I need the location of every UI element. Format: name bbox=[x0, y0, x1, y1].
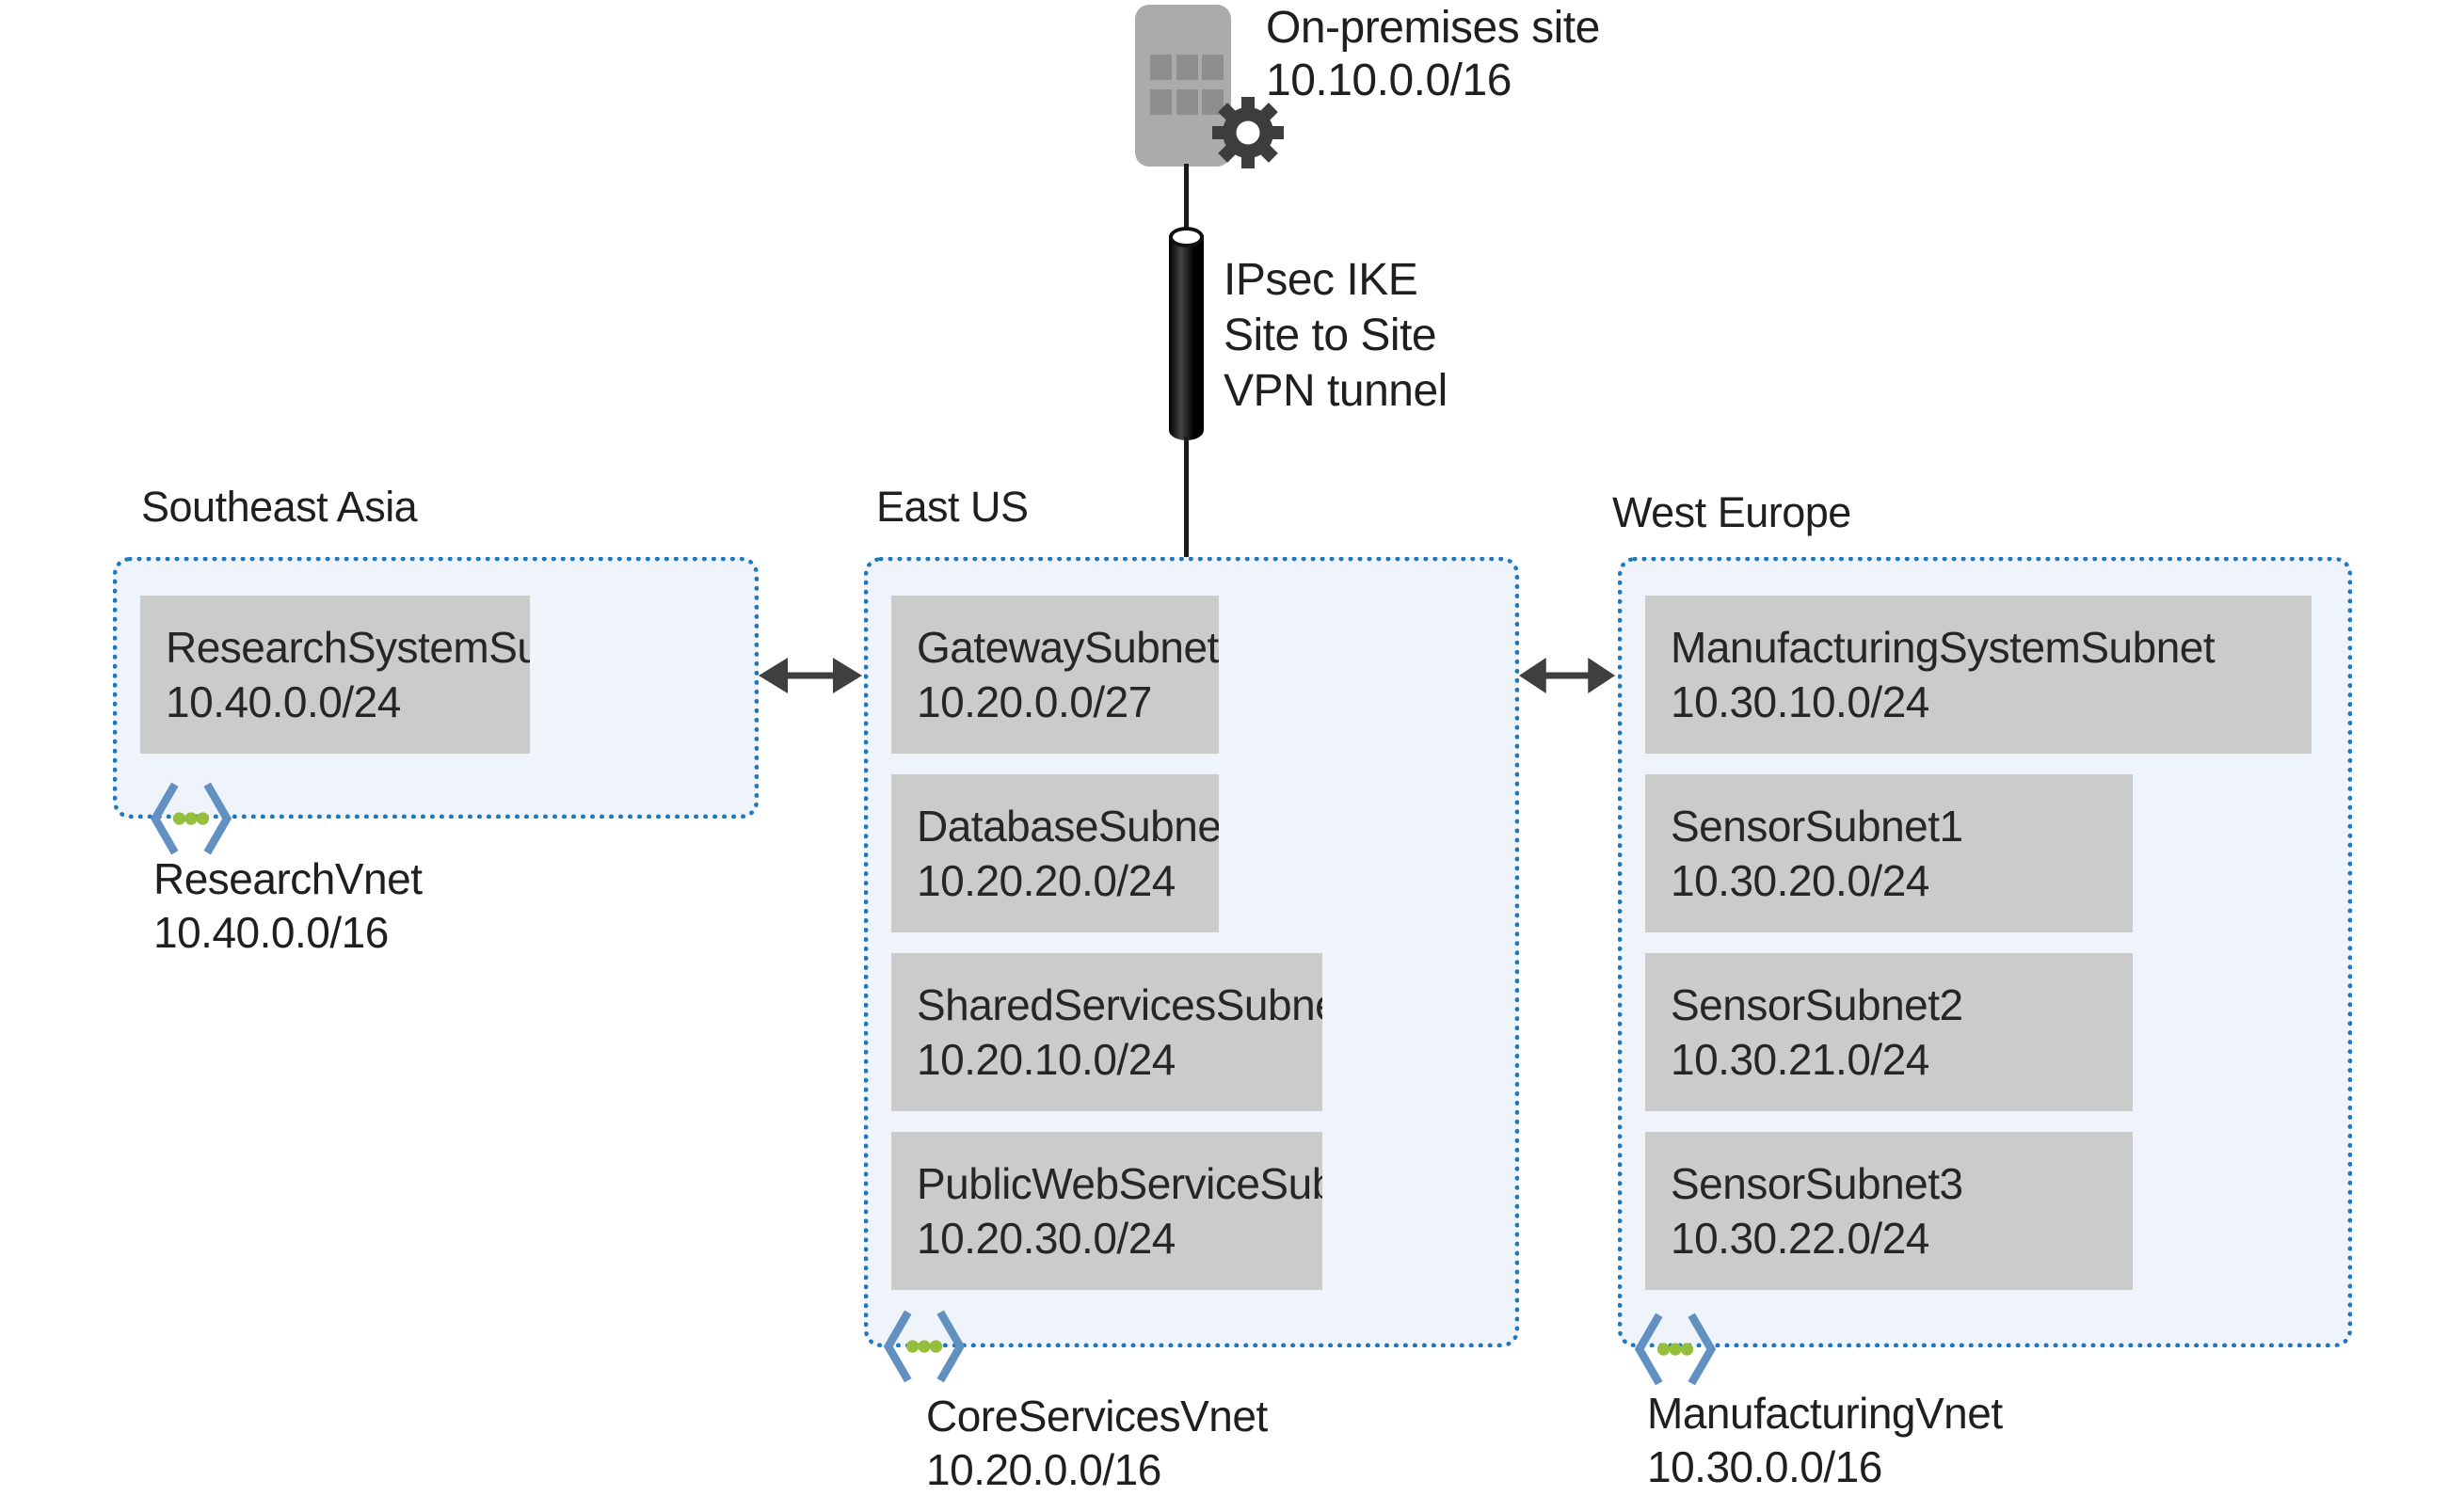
subnet-box: SharedServicesSubnet 10.20.10.0/24 bbox=[891, 953, 1322, 1111]
vnet-name: ManufacturingVnet bbox=[1647, 1389, 2003, 1438]
vnet-label-coreservicesvnet: CoreServicesVnet 10.20.0.0/16 bbox=[926, 1390, 1268, 1496]
subnet-name: SharedServicesSubnet bbox=[917, 980, 1322, 1029]
subnet-cidr: 10.30.10.0/24 bbox=[1671, 677, 1929, 726]
gear-icon bbox=[1212, 97, 1284, 168]
vnet-box-coreservicesvnet: GatewaySubnet 10.20.0.0/27 DatabaseSubne… bbox=[864, 557, 1519, 1347]
connector-line-bottom bbox=[1184, 437, 1189, 559]
subnet-box: SensorSubnet2 10.30.21.0/24 bbox=[1645, 953, 2133, 1111]
vnet-cidr: 10.40.0.0/16 bbox=[153, 908, 389, 957]
vnet-name: ResearchVnet bbox=[153, 854, 423, 903]
subnet-name: ResearchSystemSubnet bbox=[166, 623, 530, 672]
subnet-box: PublicWebServiceSubnet 10.20.30.0/24 bbox=[891, 1132, 1322, 1290]
on-premises-building bbox=[1135, 5, 1284, 168]
subnet-cidr: 10.20.0.0/27 bbox=[917, 677, 1152, 726]
on-premises-name: On-premises site bbox=[1266, 3, 1600, 53]
subnet-name: PublicWebServiceSubnet bbox=[917, 1159, 1322, 1208]
subnet-cidr: 10.20.10.0/24 bbox=[917, 1035, 1176, 1084]
subnet-box: DatabaseSubnet 10.20.20.0/24 bbox=[891, 774, 1219, 932]
connector-line-top bbox=[1184, 164, 1189, 233]
vnet-box-researchvnet: ResearchSystemSubnet 10.40.0.0/24 bbox=[113, 557, 759, 819]
region-label-east-us: East US bbox=[876, 483, 1029, 531]
vpn-tunnel-label-line1: IPsec IKE bbox=[1224, 255, 1418, 305]
vpn-tunnel-cylinder-top bbox=[1169, 227, 1204, 247]
on-premises-label: On-premises site 10.10.0.0/16 bbox=[1266, 2, 1600, 107]
vpn-tunnel-cylinder bbox=[1169, 235, 1204, 440]
vnet-box-manufacturingvnet: ManufacturingSystemSubnet 10.30.10.0/24 … bbox=[1618, 557, 2352, 1347]
subnet-cidr: 10.30.22.0/24 bbox=[1671, 1214, 1929, 1263]
vnet-cidr: 10.20.0.0/16 bbox=[926, 1445, 1161, 1494]
building-icon bbox=[1135, 5, 1231, 167]
vpn-tunnel-label: IPsec IKE Site to Site VPN tunnel bbox=[1224, 252, 1448, 419]
region-label-southeast-asia: Southeast Asia bbox=[141, 483, 418, 531]
vnet-icon bbox=[1634, 1313, 1717, 1386]
vnet-icon bbox=[883, 1310, 966, 1383]
subnet-name: DatabaseSubnet bbox=[917, 802, 1219, 851]
subnet-cidr: 10.30.21.0/24 bbox=[1671, 1035, 1929, 1084]
vpn-tunnel-label-line2: Site to Site bbox=[1224, 310, 1437, 360]
vnet-icon bbox=[150, 782, 232, 855]
subnet-box: ResearchSystemSubnet 10.40.0.0/24 bbox=[140, 596, 530, 754]
vnet-label-manufacturingvnet: ManufacturingVnet 10.30.0.0/16 bbox=[1647, 1387, 2003, 1494]
subnet-cidr: 10.30.20.0/24 bbox=[1671, 856, 1929, 905]
subnet-box: GatewaySubnet 10.20.0.0/27 bbox=[891, 596, 1219, 754]
subnet-box: SensorSubnet3 10.30.22.0/24 bbox=[1645, 1132, 2133, 1290]
on-premises-cidr: 10.10.0.0/16 bbox=[1266, 56, 1512, 105]
subnet-box: ManufacturingSystemSubnet 10.30.10.0/24 bbox=[1645, 596, 2312, 754]
subnet-cidr: 10.20.30.0/24 bbox=[917, 1214, 1176, 1263]
vnet-label-researchvnet: ResearchVnet 10.40.0.0/16 bbox=[153, 852, 423, 960]
building-windows bbox=[1150, 55, 1224, 115]
subnet-name: SensorSubnet1 bbox=[1671, 802, 1963, 851]
vpn-tunnel-label-line3: VPN tunnel bbox=[1224, 366, 1448, 416]
subnet-name: ManufacturingSystemSubnet bbox=[1671, 623, 2216, 672]
subnet-name: SensorSubnet2 bbox=[1671, 980, 1963, 1029]
vnet-cidr: 10.30.0.0/16 bbox=[1647, 1442, 1882, 1491]
peering-arrow-icon bbox=[759, 658, 862, 693]
subnet-name: GatewaySubnet bbox=[917, 623, 1219, 672]
subnet-box: SensorSubnet1 10.30.20.0/24 bbox=[1645, 774, 2133, 932]
peering-arrow-icon bbox=[1519, 658, 1615, 693]
subnet-cidr: 10.40.0.0/24 bbox=[166, 677, 401, 726]
vnet-name: CoreServicesVnet bbox=[926, 1392, 1268, 1440]
subnet-cidr: 10.20.20.0/24 bbox=[917, 856, 1176, 905]
region-label-west-europe: West Europe bbox=[1612, 488, 1851, 536]
subnet-name: SensorSubnet3 bbox=[1671, 1159, 1963, 1208]
